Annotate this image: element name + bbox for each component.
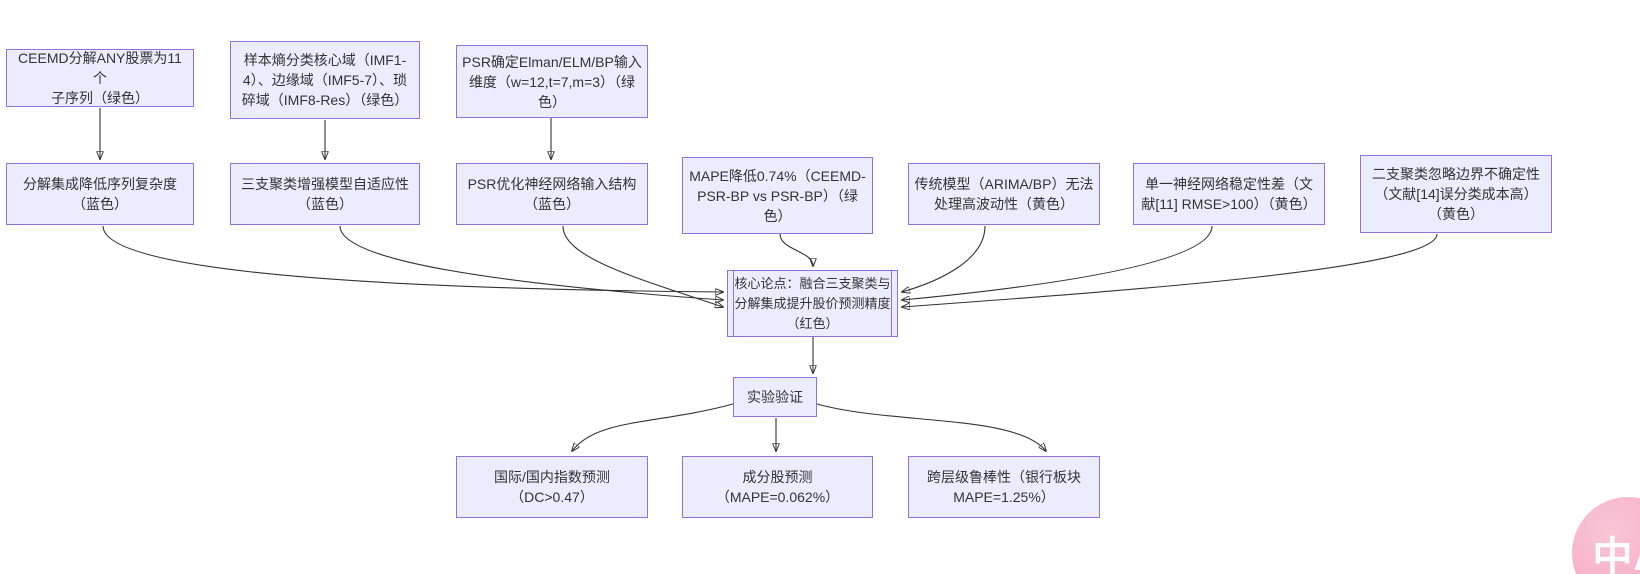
edge-twoway-to-core (902, 233, 1438, 307)
node-psr-optimization-benefit: PSR优化神经网络输入结构 （蓝色） (456, 163, 648, 225)
node-mape-evidence: MAPE降低0.74%（CEEMD- PSR-BP vs PSR-BP）（绿 色… (682, 157, 873, 234)
node-label: 单一神经网络稳定性差（文 献[11] RMSE>100）（黄色） (1141, 176, 1317, 212)
node-label: 样本熵分类核心域（IMF1- 4）、边缘域（IMF5-7）、琐 碎域（IMF8-… (241, 52, 409, 108)
node-label: 核心论点：融合三支聚类与 分解集成提升股价预测精度 （红色） (734, 275, 891, 331)
node-label: PSR确定Elman/ELM/BP输入 维度（w=12,t=7,m=3）（绿 色… (462, 53, 642, 110)
node-experimental-validation: 实验验证 (733, 377, 817, 417)
node-label: 传统模型（ARIMA/BP）无法 处理高波动性（黄色） (914, 176, 1094, 212)
node-two-way-clustering-limitation: 二支聚类忽略边界不确定性 （文献[14]误分类成本高） （黄色） (1360, 155, 1552, 233)
node-label: 三支聚类增强模型自适应性 （蓝色） (241, 176, 409, 212)
node-label: CEEMD分解ANY股票为11个 子序列（绿色） (18, 50, 182, 106)
node-label: 成分股预测 （MAPE=0.062%） (715, 469, 840, 505)
node-three-way-clustering-benefit: 三支聚类增强模型自适应性 （蓝色） (230, 163, 420, 225)
node-label: 跨层级鲁棒性（银行板块 MAPE=1.25%） (927, 469, 1081, 505)
edge-mape-to-core (779, 233, 813, 266)
node-label: 国际/国内指数预测 （DC>0.47） (494, 469, 610, 505)
edge-threeway-to-core (339, 225, 723, 300)
node-label: MAPE降低0.74%（CEEMD- PSR-BP vs PSR-BP）（绿 色… (689, 167, 866, 224)
edge-psropt-to-core (562, 225, 723, 307)
node-sample-entropy: 样本熵分类核心域（IMF1- 4）、边缘域（IMF5-7）、琐 碎域（IMF8-… (230, 41, 420, 119)
node-label: 分解集成降低序列复杂度 （蓝色） (23, 176, 177, 212)
node-index-prediction: 国际/国内指数预测 （DC>0.47） (456, 456, 648, 518)
node-cross-level-robustness: 跨层级鲁棒性（银行板块 MAPE=1.25%） (908, 456, 1100, 518)
edge-experiment-to-index (572, 403, 734, 451)
node-core-thesis: 核心论点：融合三支聚类与 分解集成提升股价预测精度 （红色） (727, 270, 898, 337)
node-traditional-model-limitation: 传统模型（ARIMA/BP）无法 处理高波动性（黄色） (908, 163, 1100, 225)
node-constituent-stock-prediction: 成分股预测 （MAPE=0.062%） (682, 456, 873, 518)
node-decomposition-benefit: 分解集成降低序列复杂度 （蓝色） (6, 163, 194, 225)
node-label: PSR优化神经网络输入结构 （蓝色） (467, 176, 637, 212)
node-label: 实验验证 (747, 389, 803, 405)
edge-experiment-to-robust (816, 403, 1046, 451)
node-single-nn-limitation: 单一神经网络稳定性差（文 献[11] RMSE>100）（黄色） (1133, 163, 1325, 225)
translate-toggle-button[interactable]: 中A (1572, 497, 1640, 574)
node-ceemd-decomposition: CEEMD分解ANY股票为11个 子序列（绿色） (6, 49, 194, 107)
translate-toggle-label: 中A (1592, 535, 1640, 574)
node-psr-input-dimension: PSR确定Elman/ELM/BP输入 维度（w=12,t=7,m=3）（绿 色… (456, 45, 648, 118)
node-label: 二支聚类忽略边界不确定性 （文献[14]误分类成本高） （黄色） (1372, 166, 1540, 222)
edge-singlenn-to-core (902, 225, 1213, 300)
edge-decomp-to-core (102, 225, 723, 292)
edge-traditional-to-core (902, 225, 986, 292)
